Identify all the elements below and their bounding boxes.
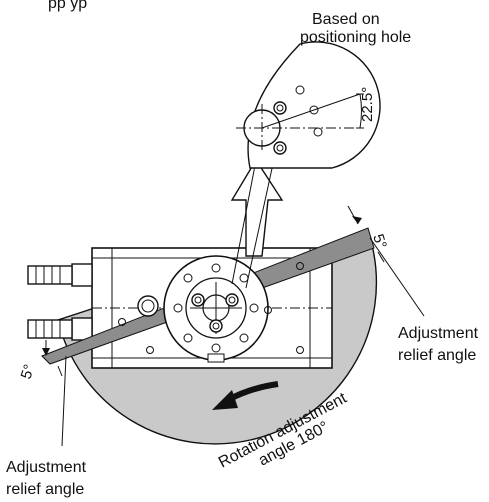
table-holes [173,263,259,353]
detail-title-line1: Based on [312,11,380,28]
detail-title-line2: positioning hole [300,29,411,46]
upper-port-fitting [27,263,93,287]
right-angle-label: 5° [369,232,390,251]
left-angle-label: 5° [18,362,39,381]
detail-view [236,41,381,169]
lower-port-fitting [27,317,93,341]
right-relief-leader [369,237,425,317]
right-relief-line1: Adjustment [398,325,479,342]
cropped-heading: pp yp [48,0,87,12]
body-features [118,262,304,354]
left-angle-marker [42,340,63,377]
callout-arrow [230,149,284,289]
left-relief-leader [61,355,67,447]
right-relief-line2: relief angle [398,347,476,364]
left-relief-line2: relief angle [6,481,84,498]
right-angle-marker [347,205,385,263]
left-relief-line1: Adjustment [6,459,87,476]
rotation-arrow [212,381,279,410]
detail-angle-label: 22.5° [359,87,376,122]
